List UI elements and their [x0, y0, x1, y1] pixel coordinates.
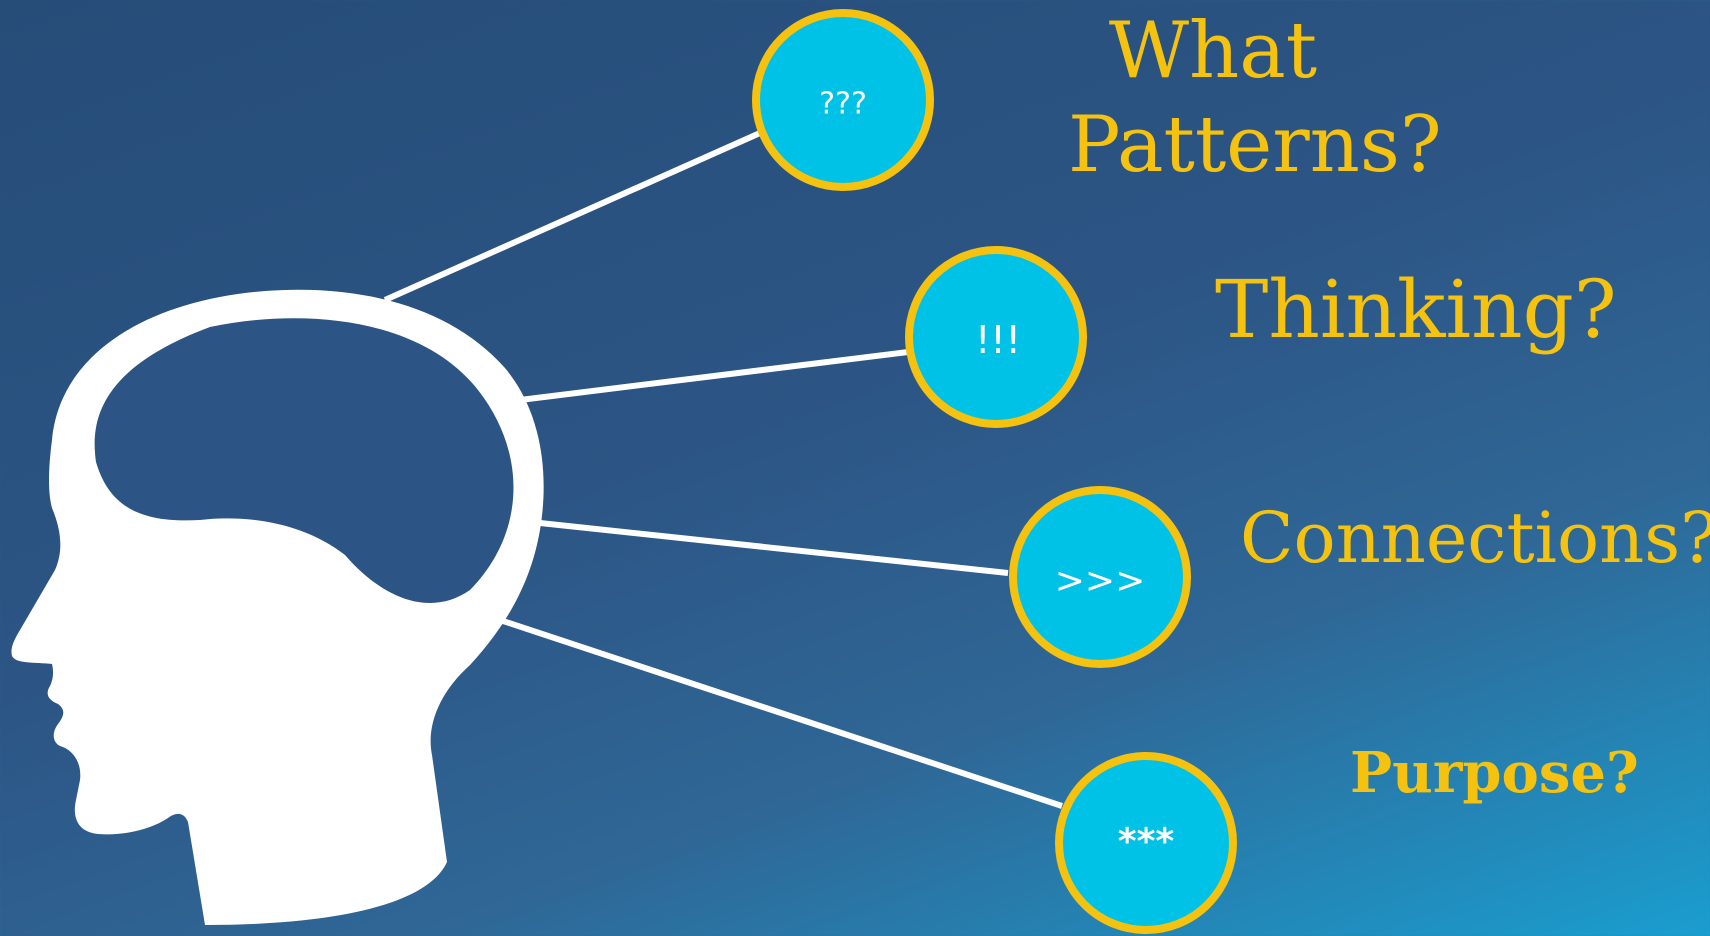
bubble-3: [1009, 486, 1191, 668]
bubble-2: [905, 246, 1087, 428]
bubble-symbol-arrows: >>>: [1054, 560, 1146, 602]
bubble-1: [752, 9, 934, 191]
connector-line-1: [383, 130, 762, 303]
connector-line-2: [519, 349, 909, 403]
connector-line-4: [499, 617, 1063, 809]
label-purpose: Purpose?: [1350, 740, 1639, 806]
label-what-patterns: What Patterns?: [1068, 6, 1442, 190]
brain-outline-icon: [94, 318, 514, 603]
head-profile-icon: [11, 289, 544, 925]
bubble-4: [1055, 752, 1237, 934]
bubble-symbol-question: ???: [819, 86, 867, 122]
bubble-symbol-stars: ***: [1117, 821, 1175, 863]
connector-line-3: [539, 520, 1009, 576]
bubble-symbol-exclaim: !!!: [975, 318, 1021, 362]
label-thinking: Thinking?: [1215, 263, 1617, 356]
label-connections: Connections?: [1240, 497, 1710, 579]
